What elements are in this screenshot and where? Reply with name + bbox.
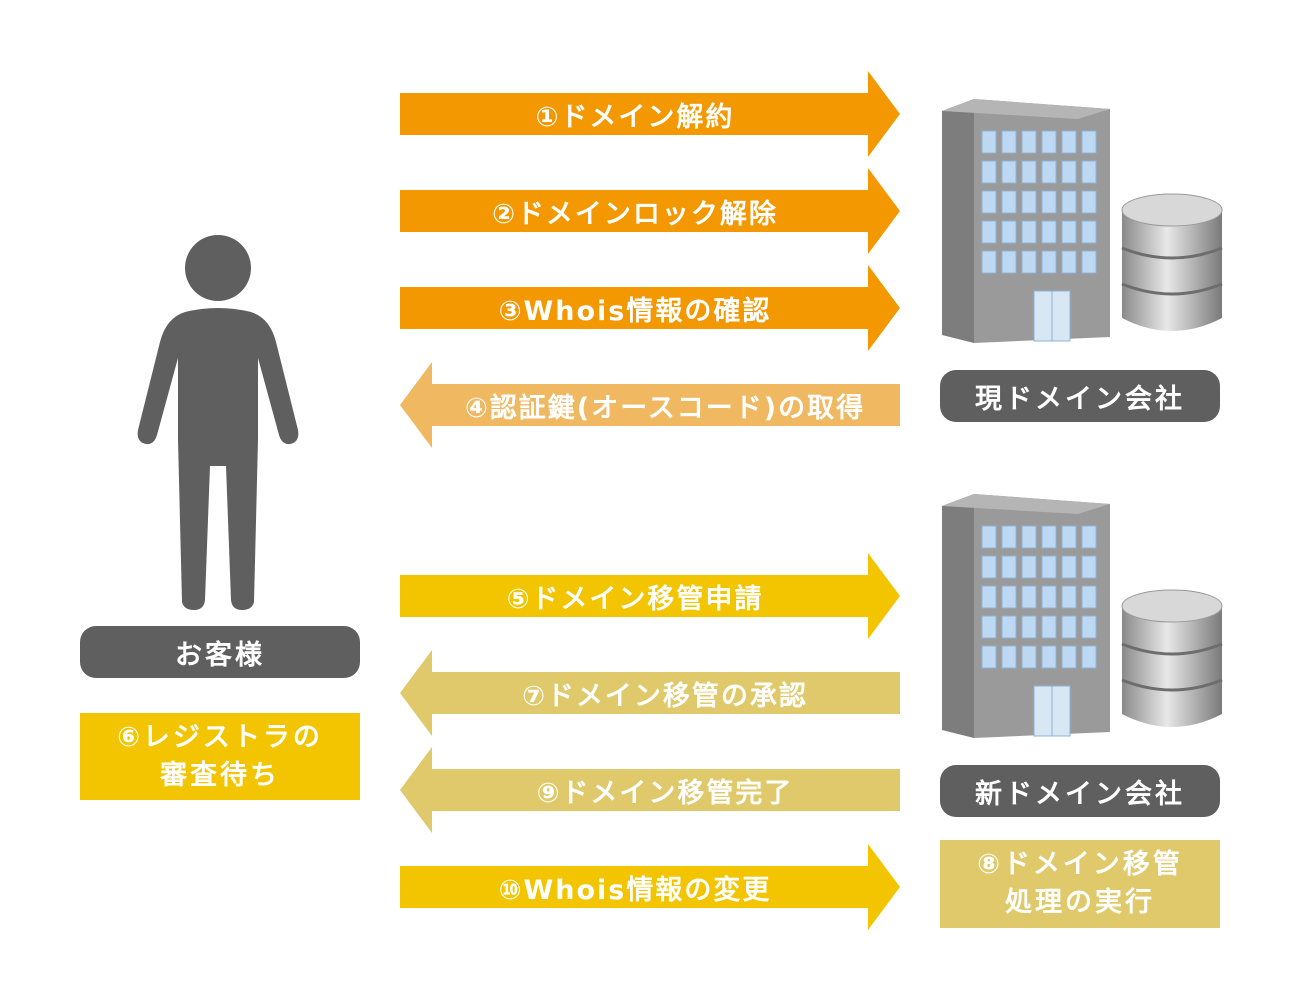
arrow-whois-change: ⑩Whois情報の変更: [400, 844, 900, 930]
arrow-label: ①ドメイン解約: [535, 101, 735, 133]
customer-status-line1: ⑥レジストラの: [117, 721, 323, 753]
person-icon: [137, 235, 299, 610]
arrow-label: ⑦ドメイン移管の承認: [522, 680, 808, 712]
arrow-transfer-complete: ⑨ドメイン移管完了: [400, 747, 900, 833]
arrow-label: ②ドメインロック解除: [492, 198, 778, 230]
new-registrar-status-line1: ⑧ドメイン移管: [977, 849, 1183, 880]
database-icon: [1121, 193, 1223, 331]
new-registrar-status-line2: 処理の実行: [1005, 887, 1155, 918]
office-building-icon: [942, 99, 1110, 343]
new-registrar-status-box: ⑧ドメイン移管 処理の実行: [940, 840, 1220, 928]
arrow-label: ③Whois情報の確認: [498, 295, 772, 327]
arrow-transfer-request: ⑤ドメイン移管申請: [400, 553, 900, 639]
office-building-icon: [942, 494, 1110, 738]
arrow-transfer-approve: ⑦ドメイン移管の承認: [400, 650, 900, 736]
arrow-auth-code: ④認証鍵(オースコード)の取得: [400, 362, 900, 448]
arrow-domain-cancel: ①ドメイン解約: [400, 71, 900, 157]
new-registrar-label: 新ドメイン会社: [940, 765, 1220, 817]
customer-label: お客様: [80, 626, 360, 678]
arrow-label: ⑨ドメイン移管完了: [536, 777, 794, 809]
customer-status-box: ⑥レジストラの 審査待ち: [80, 713, 360, 800]
arrow-label: ⑩Whois情報の変更: [498, 874, 772, 906]
arrow-unlock: ②ドメインロック解除: [400, 168, 900, 254]
current-registrar-label: 現ドメイン会社: [940, 370, 1220, 422]
database-icon: [1121, 589, 1223, 727]
arrow-whois-check: ③Whois情報の確認: [400, 265, 900, 351]
arrow-label: ④認証鍵(オースコード)の取得: [464, 392, 866, 424]
arrow-label: ⑤ドメイン移管申請: [506, 583, 764, 615]
customer-status-line2: 審査待ち: [160, 759, 280, 791]
